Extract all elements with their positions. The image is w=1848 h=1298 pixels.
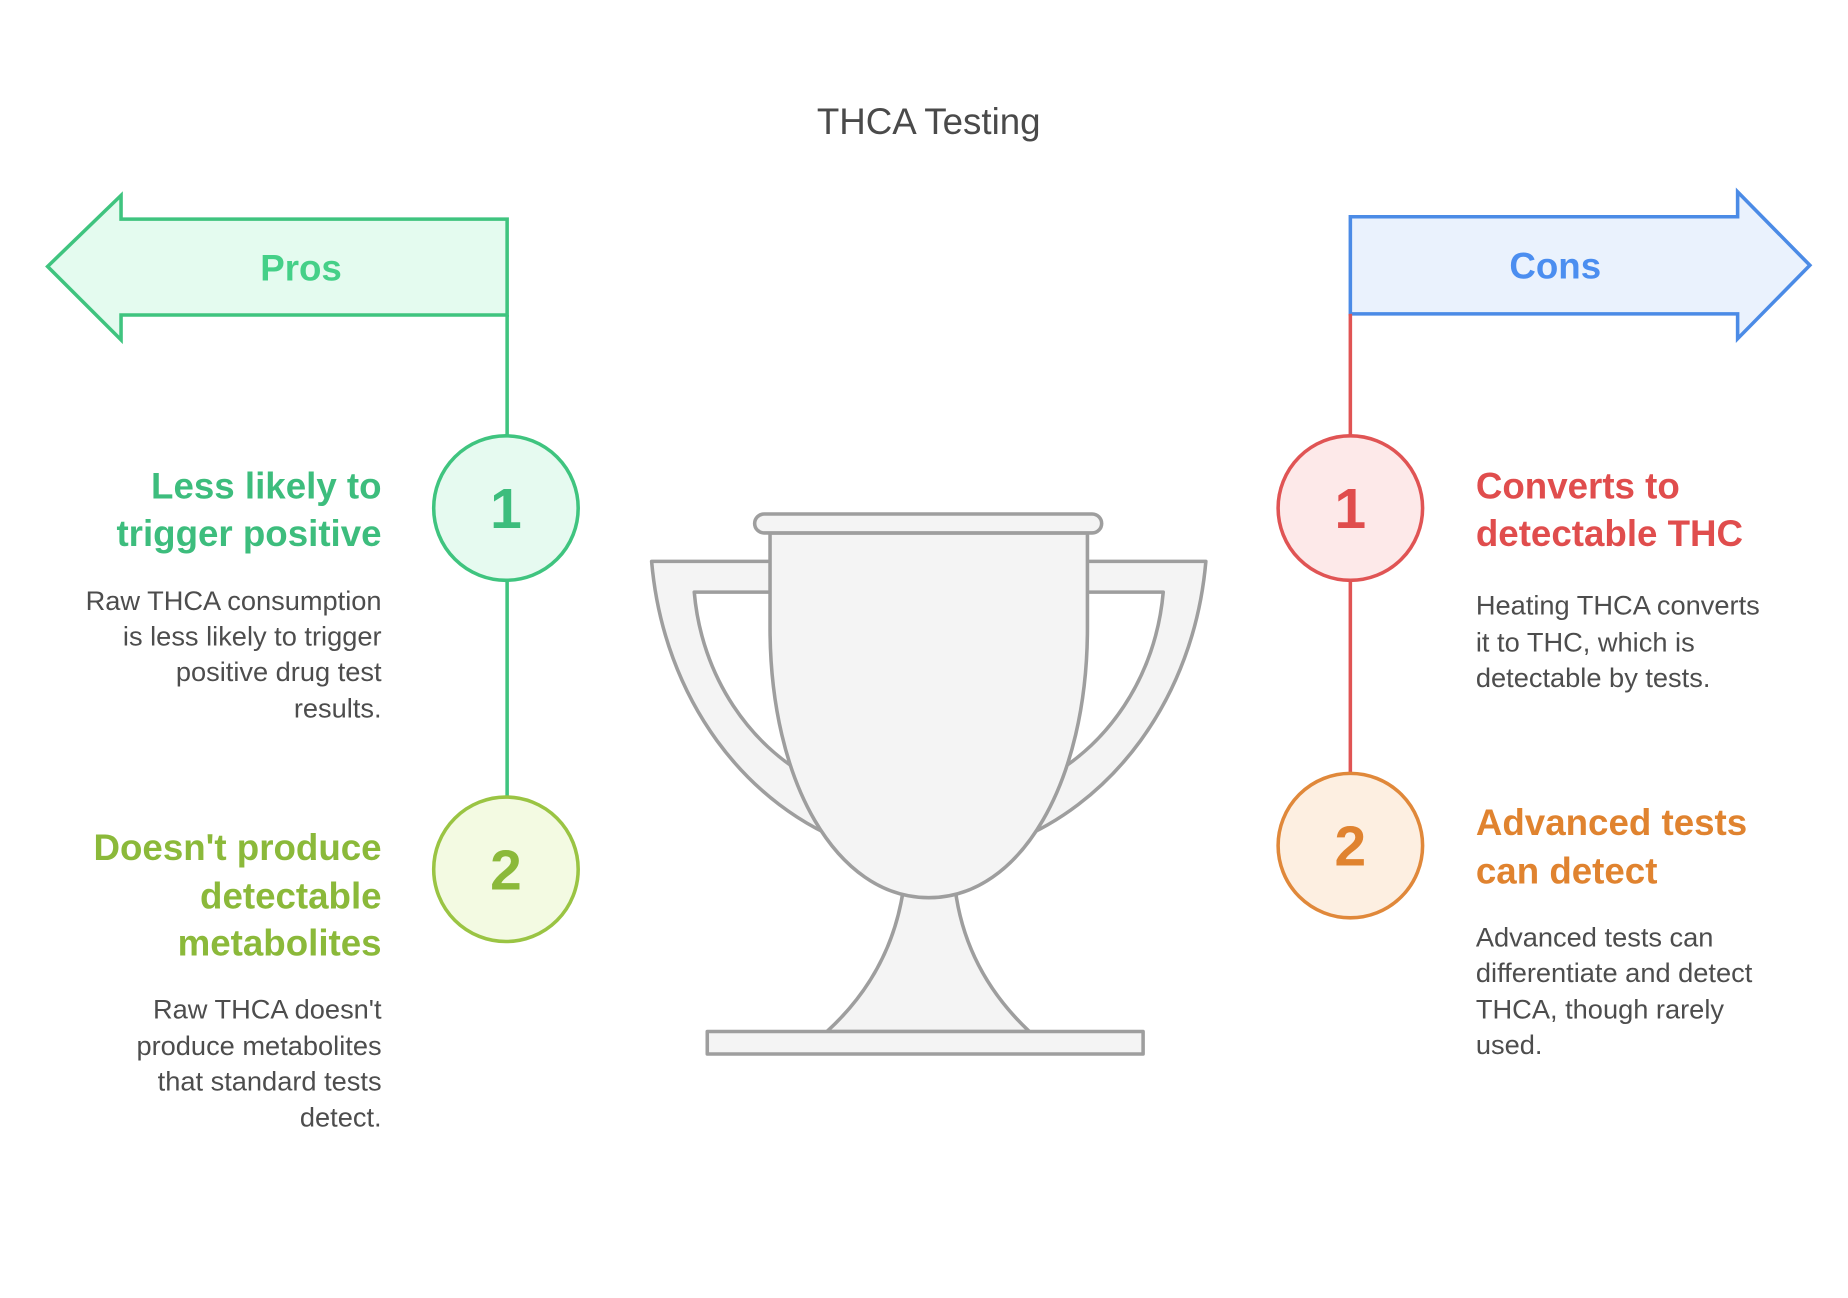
diagram-title: THCA Testing: [817, 101, 1041, 142]
pros-item-2-description-line: Raw THCA doesn't: [153, 994, 382, 1025]
pros-item-1-description-line: positive drug test: [176, 656, 382, 687]
pros-item-2: 2 Doesn't produce detectable metabolites…: [93, 795, 580, 1132]
pros-item-1-heading-line: trigger positive: [116, 513, 381, 554]
pros-item-1-description-line: Raw THCA consumption: [86, 585, 382, 616]
pros-label: Pros: [260, 248, 342, 289]
cons-item-2-number: 2: [1335, 816, 1367, 879]
pros-arrow: Pros: [45, 191, 509, 345]
cons-item-1-number: 1: [1335, 478, 1367, 541]
pros-item-1-badge: [431, 434, 580, 583]
cons-item-2-description-line: THCA, though rarely: [1476, 994, 1724, 1025]
cons-item-1-description-line: it to THC, which is: [1476, 626, 1695, 657]
cons-item-1-description-line: Heating THCA converts: [1476, 590, 1760, 621]
trophy-cup: [768, 531, 1090, 900]
cons-item-2-badge: [1276, 771, 1425, 920]
trophy-rim: [752, 512, 1104, 535]
pros-item-2-heading-line: detectable: [200, 875, 382, 916]
pros-item-2-number: 2: [490, 839, 522, 902]
cons-arrow-shape: [1348, 187, 1813, 344]
pros-item-1-heading-line: Less likely to: [151, 466, 382, 507]
cons-item-2-description-line: Advanced tests can: [1476, 921, 1714, 952]
pros-item-2-heading-line: metabolites: [178, 923, 382, 964]
pros-item-2-description-line: that standard tests: [158, 1066, 382, 1097]
cons-item-1-heading-line: Converts to: [1476, 466, 1680, 507]
cons-item-2-heading-line: can detect: [1476, 850, 1658, 891]
pros-item-2-badge: [431, 795, 580, 944]
pros-item-2-heading-line: Doesn't produce: [93, 827, 381, 868]
pros-item-1-description-line: results.: [294, 693, 382, 724]
cons-item-1-description-line: detectable by tests.: [1476, 662, 1711, 693]
cons-arrow: Cons: [1348, 187, 1813, 344]
cons-item-2-description-line: used.: [1476, 1029, 1543, 1060]
pros-item-1: 1 Less likely to trigger positive Raw TH…: [86, 434, 580, 724]
cons-item-1-badge: [1276, 434, 1425, 583]
pros-arrow-shape: [45, 191, 509, 345]
pros-item-2-description-line: detect.: [300, 1101, 382, 1132]
trophy-stem: [825, 884, 1032, 1034]
cons-item-1: 1 Converts to detectable THC Heating THC…: [1276, 434, 1760, 693]
cons-item-1-heading-line: detectable THC: [1476, 513, 1743, 554]
trophy-icon: [649, 512, 1208, 1056]
cons-item-2: 2 Advanced tests can detect Advanced tes…: [1276, 771, 1753, 1060]
cons-item-2-description-line: differentiate and detect: [1476, 957, 1753, 988]
pros-item-2-description-line: produce metabolites: [136, 1030, 381, 1061]
cons-label: Cons: [1509, 245, 1601, 286]
cons-item-2-heading-line: Advanced tests: [1476, 802, 1747, 843]
pros-item-1-number: 1: [490, 478, 522, 541]
trophy-base: [705, 1029, 1145, 1056]
pros-item-1-description-line: is less likely to trigger: [123, 620, 382, 651]
